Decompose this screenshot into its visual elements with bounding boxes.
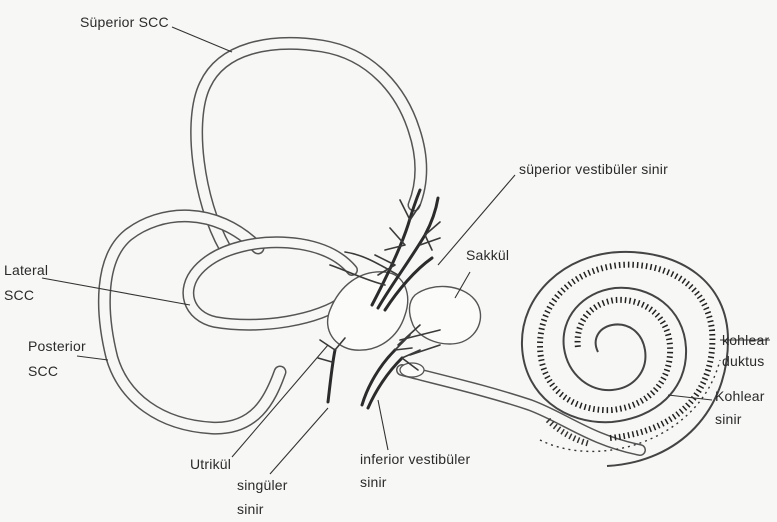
leader-singular-nerve [270,408,328,474]
leader-utricle [232,345,328,457]
label-lateral-scc-line2: SCC [4,287,34,303]
label-lateral-scc-line1: Lateral [4,262,48,278]
label-cochlear-duct-line2: duktus [722,353,764,369]
label-utricle: Utrikül [190,456,231,472]
superior-scc-canal [197,43,421,248]
label-inferior-vestibular-nerve-line1: inferior vestibüler [360,451,471,467]
label-cochlear-nerve-line2: sinir [715,411,742,427]
leader-superior-scc [172,27,232,52]
label-cochlear-duct-line1: kohlear [722,332,769,348]
label-posterior-scc-line2: SCC [28,363,58,379]
label-posterior-scc-line1: Posterior [28,338,86,354]
singular-nerve [318,338,345,402]
leader-posterior-scc [77,356,108,360]
leader-cochlear-nerve [668,395,712,400]
label-superior-scc: Süperior SCC [80,14,169,30]
label-singular-nerve-line1: singüler [237,477,288,493]
label-cochlear-nerve-line1: Kohlear [715,388,765,404]
lateral-scc-canal [188,242,352,324]
label-superior-vestibular-nerve: süperior vestibüler sinir [519,161,668,177]
label-inferior-vestibular-nerve-line2: sinir [360,474,387,490]
label-saccule: Sakkül [466,247,509,263]
leader-inferior-vestibular-nerve [378,400,388,450]
label-singular-nerve-line2: sinir [237,501,264,517]
leader-lateral-scc [42,278,190,305]
utricle-body [328,272,408,350]
cochlea [522,252,728,466]
